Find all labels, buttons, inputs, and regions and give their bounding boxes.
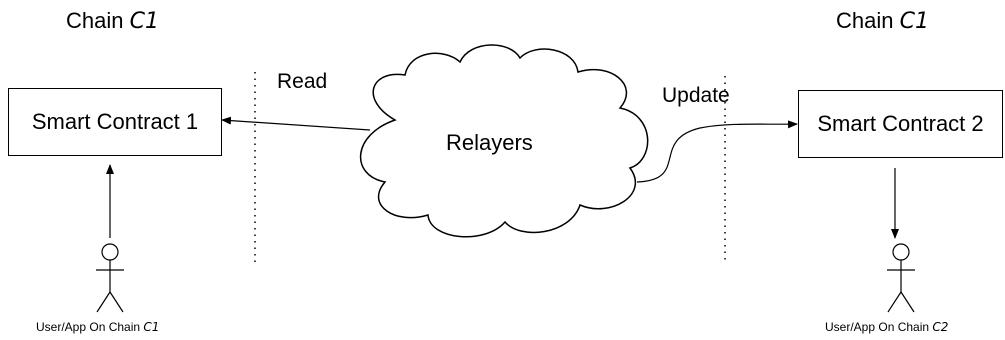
user1-stick-figure-icon [96,243,124,313]
user1-label-var: C1 [143,320,160,334]
user1-label-text: User/App On Chain [36,320,144,334]
left-chain-title: Chain C1 [66,8,159,34]
update-label: Update [662,84,730,107]
user2-label-text: User/App On Chain [825,320,933,334]
right-chain-title-text: Chain [836,8,900,33]
user2-label: User/App On Chain C2 [825,320,948,334]
relayers-label: Relayers [446,130,533,155]
user2-stick-figure-icon [887,243,915,313]
relayers-cloud [360,44,649,238]
user2-label-var: C2 [932,320,949,334]
read-label: Read [277,70,328,93]
right-chain-title-var: C1 [899,9,929,34]
smart-contract-1-label: Smart Contract 1 [31,109,199,134]
smart-contract-2-box: Smart Contract 2 [798,90,1003,158]
user1-label: User/App On Chain C1 [36,320,159,334]
smart-contract-1-box: Smart Contract 1 [8,88,222,156]
smart-contract-2-label: Smart Contract 2 [817,111,984,136]
left-chain-title-var: C1 [129,9,159,34]
left-chain-title-text: Chain [66,8,130,33]
right-chain-title: Chain C1 [836,8,929,34]
update-arrow [636,120,798,183]
read-arrow [221,116,371,131]
